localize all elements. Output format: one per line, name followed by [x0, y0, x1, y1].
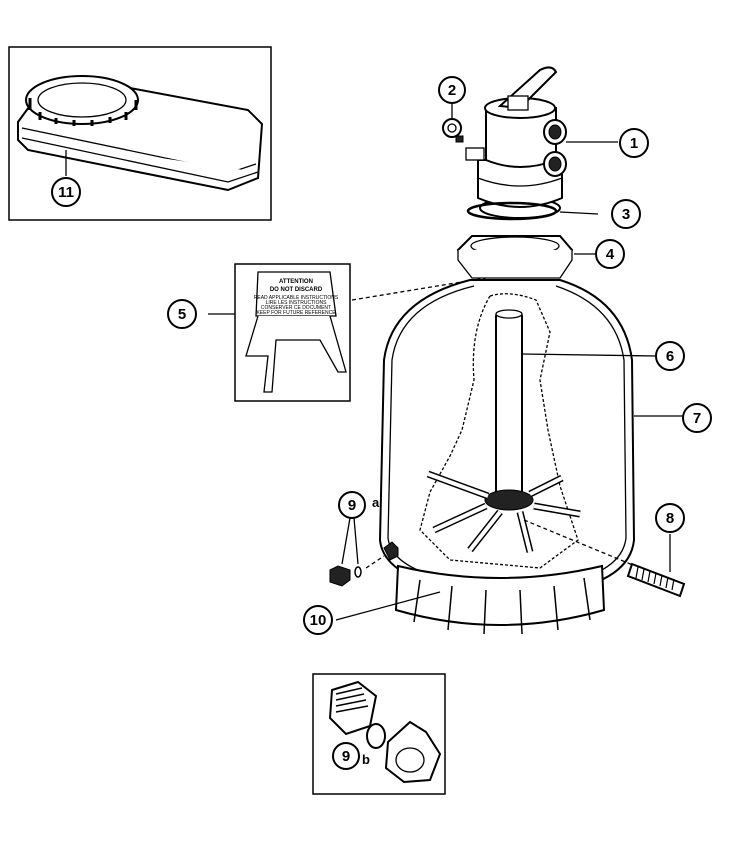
callout-11: 11	[51, 177, 81, 207]
callout-4: 4	[595, 239, 625, 269]
tag-small-1: READ APPLICABLE INSTRUCTIONS	[254, 295, 339, 301]
callout-9b: 9 b	[332, 742, 370, 770]
part-10-base	[335, 564, 606, 635]
inset-part-11	[8, 46, 272, 221]
callout-9a-suffix: a	[372, 495, 380, 510]
callout-5-label: 5	[178, 306, 186, 323]
part-9a-drain-plug	[329, 517, 399, 587]
part-4-closure-ring	[456, 235, 596, 279]
part-8-lateral	[523, 519, 686, 598]
callout-9a-label: 9	[348, 497, 356, 514]
callout-10-label: 10	[310, 612, 327, 629]
callout-7-label: 7	[693, 410, 701, 427]
part-2-pressure-gauge	[442, 103, 464, 143]
callout-1: 1	[619, 128, 649, 158]
tag-title-2: DO NOT DISCARD	[270, 287, 323, 293]
part-1-multiport-valve	[465, 66, 618, 219]
callout-8: 8	[655, 503, 685, 533]
callout-6-label: 6	[666, 348, 674, 365]
callout-10: 10	[303, 605, 333, 635]
callout-11-label: 11	[58, 184, 74, 201]
inset-part-5-tag: ATTENTION DO NOT DISCARD READ APPLICABLE…	[208, 263, 351, 402]
callout-3-label: 3	[622, 206, 630, 223]
tag-title-1: ATTENTION	[279, 279, 313, 285]
callout-2: 2	[438, 76, 466, 104]
callout-5: 5	[167, 299, 197, 329]
callout-3: 3	[611, 199, 641, 229]
callout-9a: 9 a	[338, 491, 380, 519]
callout-9b-label: 9	[342, 748, 350, 765]
inset-part-9b	[312, 673, 446, 795]
callout-4-label: 4	[606, 246, 615, 263]
part-6-standpipe-laterals	[426, 309, 657, 553]
part-7-filter-tank	[378, 279, 686, 593]
callout-9b-suffix: b	[362, 752, 370, 767]
tag-small-2: LIRE LES INSTRUCTIONS	[266, 300, 328, 306]
callout-2-label: 2	[448, 82, 456, 99]
callout-8-label: 8	[666, 510, 674, 527]
tag-small-3: CONSERVER CE DOCUMENT	[261, 305, 331, 311]
callout-1-label: 1	[630, 135, 638, 152]
tag-small-4: KEEP FOR FUTURE REFERENCE	[256, 310, 336, 316]
callout-6: 6	[655, 341, 685, 371]
callout-7: 7	[682, 403, 712, 433]
part-3-o-ring	[466, 201, 599, 221]
